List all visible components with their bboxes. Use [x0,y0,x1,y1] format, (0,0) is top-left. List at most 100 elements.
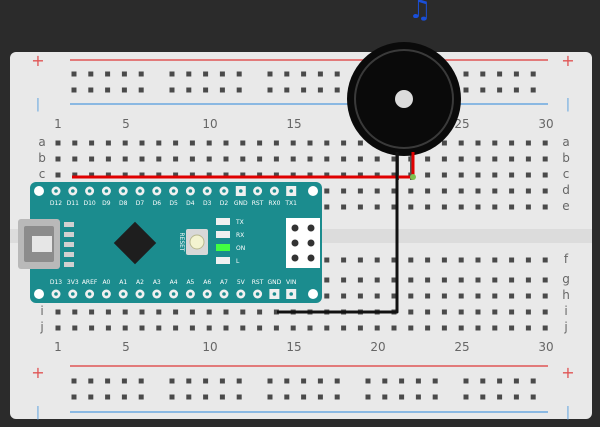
breadboard-hole[interactable] [408,293,414,299]
rail-hole[interactable] [399,378,405,384]
breadboard-hole[interactable] [341,325,347,331]
breadboard-hole[interactable] [55,140,61,146]
breadboard-hole[interactable] [189,172,195,178]
breadboard-hole[interactable] [542,156,548,162]
breadboard-hole[interactable] [458,140,464,146]
rail-hole[interactable] [432,378,438,384]
breadboard-hole[interactable] [55,325,61,331]
breadboard-hole[interactable] [525,293,531,299]
rail-hole[interactable] [480,394,486,400]
rail-hole[interactable] [203,394,209,400]
rail-hole[interactable] [219,87,225,93]
rail-hole[interactable] [463,71,469,77]
breadboard-hole[interactable] [357,140,363,146]
breadboard-hole[interactable] [542,293,548,299]
rail-hole[interactable] [169,378,175,384]
breadboard-hole[interactable] [374,257,380,263]
rail-hole[interactable] [463,394,469,400]
rail-hole[interactable] [186,71,192,77]
breadboard-hole[interactable] [223,156,229,162]
breadboard-hole[interactable] [525,156,531,162]
breadboard-hole[interactable] [357,293,363,299]
rail-hole[interactable] [169,87,175,93]
breadboard-hole[interactable] [273,172,279,178]
breadboard-hole[interactable] [408,277,414,283]
breadboard-hole[interactable] [492,277,498,283]
breadboard-hole[interactable] [509,309,515,315]
breadboard-hole[interactable] [324,156,330,162]
breadboard-hole[interactable] [391,325,397,331]
breadboard-hole[interactable] [542,172,548,178]
breadboard-hole[interactable] [492,188,498,194]
rail-hole[interactable] [138,71,144,77]
breadboard-hole[interactable] [509,257,515,263]
rail-hole[interactable] [382,394,388,400]
rail-hole[interactable] [236,378,242,384]
breadboard-hole[interactable] [391,257,397,263]
rail-hole[interactable] [334,394,340,400]
breadboard-hole[interactable] [492,309,498,315]
rail-hole[interactable] [105,394,111,400]
rail-hole[interactable] [284,378,290,384]
breadboard-hole[interactable] [240,309,246,315]
breadboard-hole[interactable] [273,140,279,146]
breadboard-hole[interactable] [391,204,397,210]
breadboard-hole[interactable] [89,172,95,178]
breadboard-hole[interactable] [441,309,447,315]
rail-hole[interactable] [267,71,273,77]
rail-hole[interactable] [105,71,111,77]
breadboard-hole[interactable] [173,325,179,331]
rail-hole[interactable] [334,87,340,93]
breadboard-hole[interactable] [425,257,431,263]
breadboard-hole[interactable] [408,188,414,194]
rail-hole[interactable] [480,87,486,93]
breadboard-hole[interactable] [408,309,414,315]
breadboard-hole[interactable] [223,309,229,315]
breadboard-hole[interactable] [122,325,128,331]
breadboard-hole[interactable] [425,325,431,331]
rail-hole[interactable] [267,394,273,400]
breadboard-hole[interactable] [525,277,531,283]
breadboard-hole[interactable] [458,325,464,331]
breadboard-hole[interactable] [189,140,195,146]
breadboard-hole[interactable] [307,140,313,146]
rail-hole[interactable] [399,394,405,400]
breadboard-hole[interactable] [156,172,162,178]
breadboard-hole[interactable] [357,204,363,210]
rail-hole[interactable] [301,394,307,400]
breadboard-hole[interactable] [122,156,128,162]
breadboard-hole[interactable] [374,293,380,299]
breadboard-hole[interactable] [206,140,212,146]
rail-hole[interactable] [284,394,290,400]
breadboard-hole[interactable] [223,140,229,146]
rail-hole[interactable] [284,71,290,77]
rail-hole[interactable] [88,71,94,77]
breadboard-hole[interactable] [357,172,363,178]
breadboard-hole[interactable] [441,257,447,263]
breadboard-hole[interactable] [374,204,380,210]
breadboard-hole[interactable] [341,188,347,194]
breadboard-hole[interactable] [525,204,531,210]
breadboard-hole[interactable] [509,204,515,210]
rail-hole[interactable] [71,87,77,93]
breadboard-hole[interactable] [458,277,464,283]
rail-hole[interactable] [513,87,519,93]
breadboard-hole[interactable] [492,172,498,178]
breadboard-hole[interactable] [542,325,548,331]
breadboard-hole[interactable] [425,277,431,283]
breadboard-hole[interactable] [324,257,330,263]
breadboard-hole[interactable] [475,204,481,210]
rail-hole[interactable] [186,87,192,93]
breadboard-hole[interactable] [105,325,111,331]
rail-hole[interactable] [365,378,371,384]
rail-hole[interactable] [301,71,307,77]
rail-hole[interactable] [530,394,536,400]
breadboard-hole[interactable] [122,172,128,178]
breadboard-hole[interactable] [189,309,195,315]
breadboard-hole[interactable] [89,309,95,315]
breadboard-hole[interactable] [290,156,296,162]
rail-hole[interactable] [497,71,503,77]
breadboard-hole[interactable] [475,156,481,162]
rail-hole[interactable] [284,87,290,93]
